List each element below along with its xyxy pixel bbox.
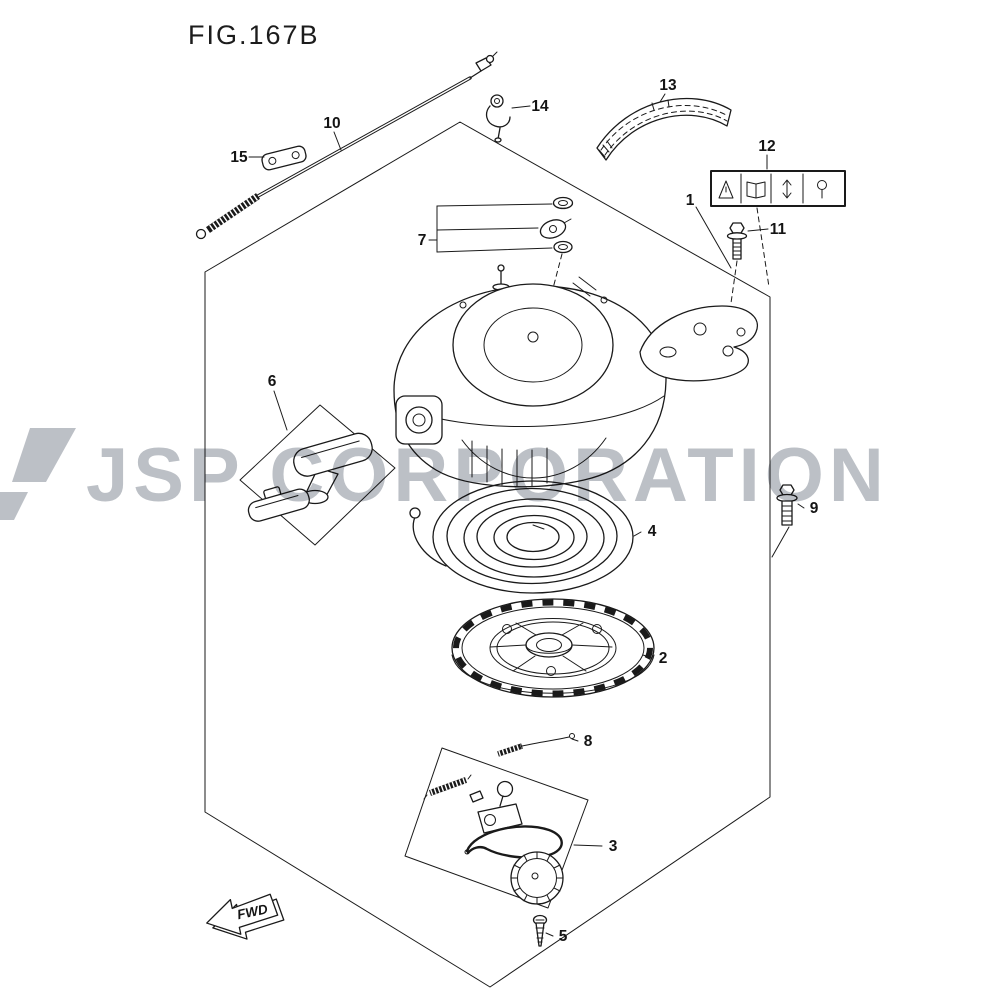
part-label-1: 1 bbox=[686, 192, 695, 209]
assembly-boundary bbox=[204, 121, 771, 988]
callout-labels: 1 2 3 4 5 6 7 8 9 10 11 12 13 14 15 bbox=[230, 77, 818, 945]
part-label-7: 7 bbox=[418, 232, 427, 249]
part-8-rope-piece bbox=[497, 733, 575, 757]
part-label-14: 14 bbox=[531, 98, 549, 115]
part-label-10: 10 bbox=[323, 115, 340, 132]
part-label-4: 4 bbox=[648, 523, 657, 540]
part-label-8: 8 bbox=[584, 733, 593, 750]
part-label-6: 6 bbox=[268, 373, 277, 390]
part-1-recoil-starter-housing bbox=[393, 276, 758, 488]
part-label-11: 11 bbox=[770, 221, 787, 238]
warning-triangle-icon bbox=[718, 180, 734, 199]
part-4-spiral-spring bbox=[409, 480, 634, 594]
callout-leaders bbox=[248, 93, 805, 937]
part-15-bracket bbox=[261, 145, 307, 171]
part-12-caution-label bbox=[710, 170, 846, 288]
figure-title: FIG.167B bbox=[188, 20, 320, 50]
part-label-12: 12 bbox=[758, 138, 775, 155]
part-label-5: 5 bbox=[559, 928, 568, 945]
fwd-arrow: FWD bbox=[206, 893, 285, 940]
part-label-9: 9 bbox=[810, 500, 819, 517]
part-14-cable-clamp bbox=[485, 94, 511, 143]
part-5-screw bbox=[532, 914, 548, 947]
part-11-bolt bbox=[726, 222, 748, 304]
owners-manual-icon bbox=[746, 181, 766, 199]
part-6-handle-set bbox=[239, 404, 396, 546]
part-2-starter-reel bbox=[451, 598, 655, 698]
part-3-repair-set bbox=[404, 747, 589, 909]
hook-icon bbox=[817, 180, 827, 199]
part-10-starter-cable bbox=[195, 51, 498, 240]
part-label-15: 15 bbox=[230, 149, 248, 166]
part-9-bolt bbox=[771, 484, 798, 558]
part-label-3: 3 bbox=[609, 838, 618, 855]
part-label-13: 13 bbox=[659, 77, 677, 94]
fwd-label: FWD bbox=[236, 901, 269, 922]
up-down-arrow-icon bbox=[782, 179, 792, 199]
part-13-rope-guide bbox=[596, 97, 732, 161]
part-label-2: 2 bbox=[659, 650, 668, 667]
